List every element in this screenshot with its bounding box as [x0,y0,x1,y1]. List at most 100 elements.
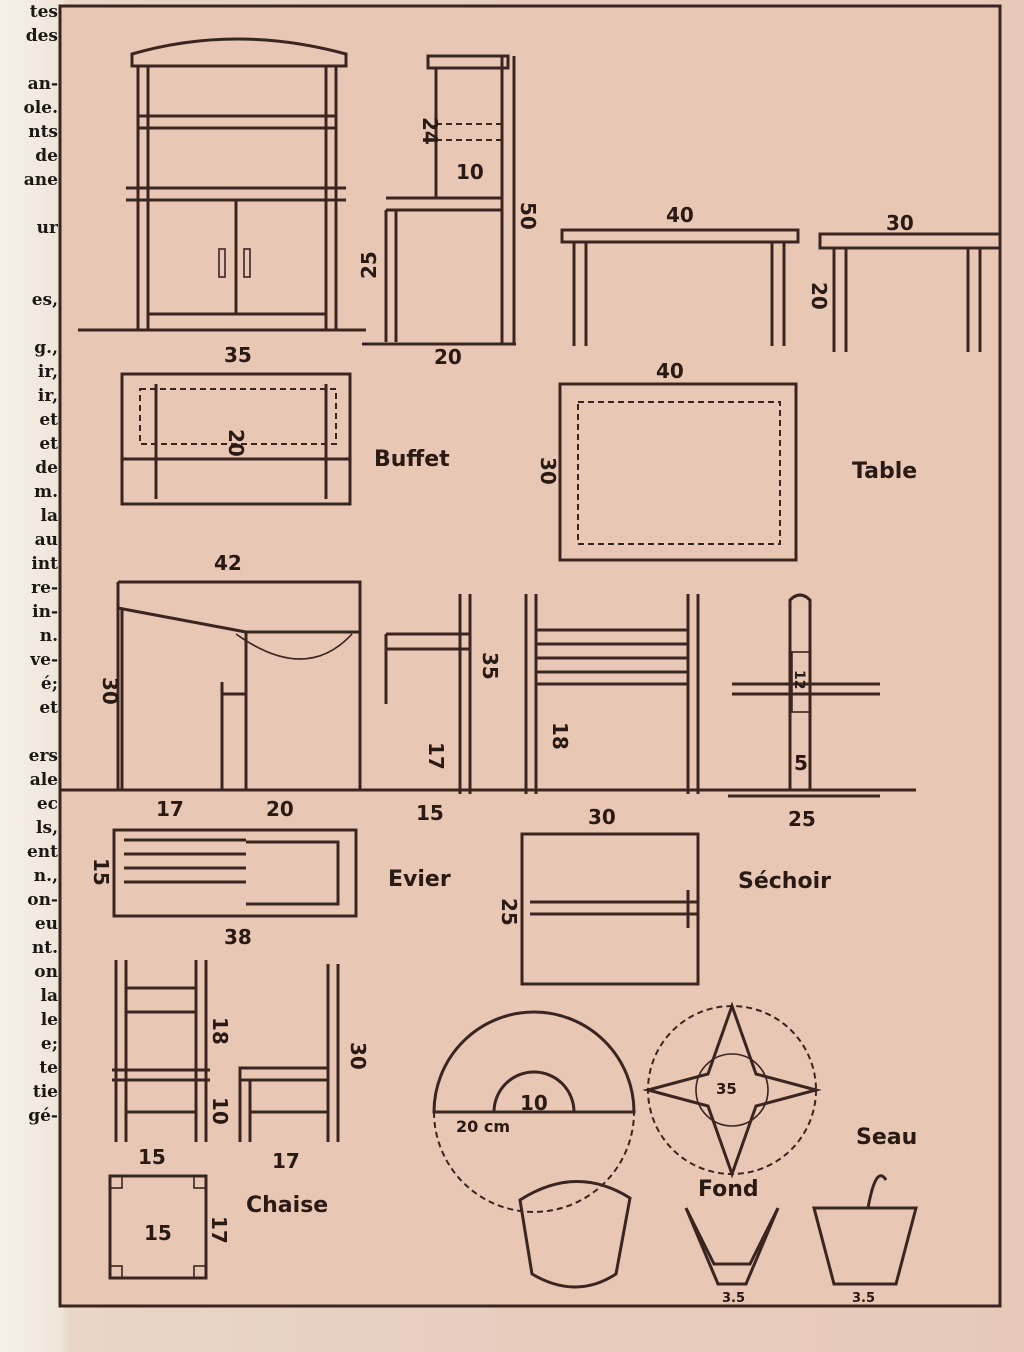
margin-line: ale [29,770,58,790]
dim-sechoir-width: 30 [588,805,616,829]
margin-line: e; [40,1034,58,1054]
dim-chaise-top-width: 15 [144,1221,172,1245]
margin-line: nt. [31,938,58,958]
margin-line: ers [28,746,58,766]
margin-line [0,312,58,336]
margin-line: tie [32,1082,58,1102]
margin-line: tes [29,2,58,22]
dim-evier-b: 20 [266,797,294,821]
margin-line: te [39,1058,58,1078]
dim-chair-depth: 20 [434,345,462,369]
dim-table-top-width: 30 [536,457,560,485]
label-seau: Seau [856,1125,917,1150]
margin-line: g., [34,338,58,358]
margin-line: es, [31,290,58,310]
margin-line [0,240,58,264]
dim-table-height: 20 [807,282,831,310]
dim-sechoir-depth: 25 [497,898,521,926]
buffet-drawing [78,37,366,506]
dim-sechoir-base: 25 [788,807,816,831]
margin-line: le [40,1010,58,1030]
margin-line: n. [39,626,58,646]
margin-line: et [39,698,58,718]
margin-line: ole. [23,98,58,118]
margin-line: ls, [36,818,58,838]
label-fond: Fond [698,1177,759,1202]
margin-line: re- [31,578,58,598]
evier-drawing [60,580,916,986]
table-drawing [558,228,1002,562]
dim-chaise-width: 15 [138,1145,166,1169]
high-chair-drawing [362,54,516,346]
label-evier: Evier [388,867,451,892]
margin-line: é; [40,674,58,694]
furniture-plans-plate: 35 20 Buffet 24 10 50 25 20 40 30 20 4 [56,4,1004,1310]
margin-line: et [39,410,58,430]
plate-border [58,4,1002,1308]
margin-line [0,720,58,744]
dim-chair-seat: 25 [357,251,381,279]
margin-line: ane [23,170,58,190]
dim-fond-diameter: 35 [716,1080,737,1098]
margin-line: ec [36,794,58,814]
dim-evier-top-depth: 15 [89,858,113,886]
dim-seau-inner: 10 [520,1091,548,1115]
dim-evier-top-width: 38 [224,925,252,949]
dim-evier-side-height: 35 [478,652,502,680]
margin-line: des [25,26,58,46]
dim-chaise-top-depth: 17 [207,1216,231,1244]
dim-sechoir-post: 5 [794,751,808,775]
dim-chaise-depth: 17 [272,1149,300,1173]
margin-line: ur [36,218,58,238]
margin-line [0,48,58,72]
margin-line: de [35,146,58,166]
dim-fond-base: 3.5 [722,1291,745,1306]
dim-seau-radius: 20 cm [456,1117,510,1136]
dim-chaise-seat-height: 10 [208,1097,232,1125]
seau-drawing [432,1001,918,1289]
dim-evier-a: 17 [156,797,184,821]
dim-chaise-total: 30 [346,1042,370,1070]
margin-line: eu [34,914,58,934]
margin-line: on [34,962,58,982]
margin-line: la [40,986,58,1006]
dim-buffet-depth: 20 [224,429,248,457]
margin-line: la [40,506,58,526]
dim-seau-base: 3.5 [852,1291,875,1306]
margin-line: on- [27,890,58,910]
dim-evier-height: 30 [98,677,122,705]
dim-buffet-width: 35 [224,343,252,367]
margin-line: m. [34,482,58,502]
dim-evier-width: 42 [214,551,242,575]
dim-chair-back: 24 [418,117,442,145]
label-buffet: Buffet [374,447,450,472]
label-sechoir: Séchoir [738,869,831,894]
margin-line: de [35,458,58,478]
margin-line: ve- [30,650,58,670]
label-table: Table [852,459,917,484]
margin-line: ir, [37,362,58,382]
margin-line [0,192,58,216]
margin-line [0,264,58,288]
dim-chaise-back: 18 [208,1017,232,1045]
dim-evier-depth: 15 [416,801,444,825]
dim-sechoir-height: 18 [548,722,572,750]
margin-line: in- [32,602,58,622]
dim-evier-leg: 17 [424,742,448,770]
margin-line: int [31,554,58,574]
margin-line: nts [28,122,58,142]
dim-table-width: 30 [886,211,914,235]
label-chaise: Chaise [246,1193,328,1218]
chaise-drawing [108,960,340,1280]
margin-text-column: tes des an-ole. nts de ane ur es, g., ir, ir, et et d… [0,0,58,1128]
dim-table-length: 40 [666,203,694,227]
margin-line: ir, [37,386,58,406]
dim-table-top-length: 40 [656,359,684,383]
margin-line: gé- [28,1106,58,1126]
dim-chair-back-width: 10 [456,160,484,184]
margin-line: et [39,434,58,454]
margin-line: an- [27,74,58,94]
margin-line: n., [33,866,58,886]
margin-line: au [34,530,58,550]
